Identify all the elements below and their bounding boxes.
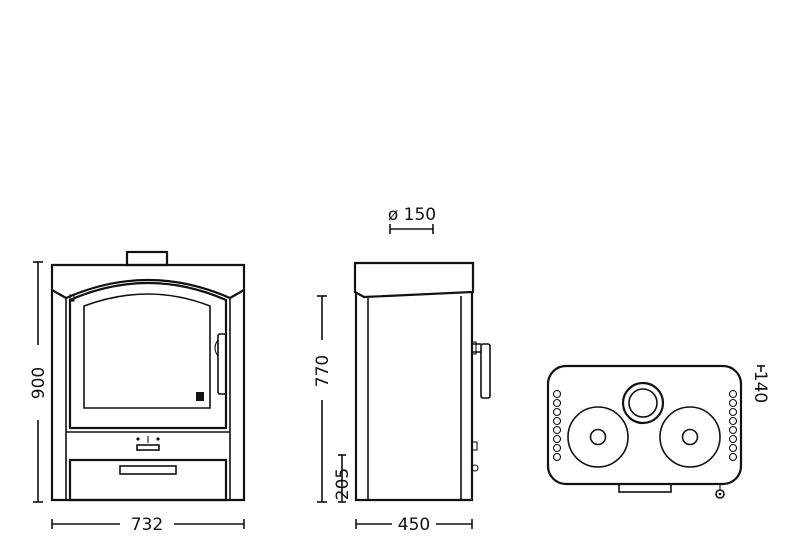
top-flue-outer (621, 381, 665, 425)
front-door-frame (68, 282, 228, 430)
front-drawer-handle (119, 465, 177, 475)
top-flue-inner (628, 388, 658, 418)
side-top-cap (353, 261, 475, 299)
flue-diameter-dimension: ø 150 (388, 205, 436, 234)
front-height-dimension: 900 (29, 261, 49, 503)
front-view (50, 250, 246, 502)
side-tab (471, 341, 477, 355)
top-offset-dimension: 140 (750, 365, 770, 403)
front-height-label: 900 (29, 367, 49, 399)
top-hotplate-right (659, 406, 721, 468)
front-top-cap (50, 263, 246, 300)
front-door-handle (217, 333, 227, 395)
side-depth-label: 450 (398, 515, 430, 535)
top-vents-left (552, 389, 562, 462)
top-hotplate-left (567, 406, 629, 468)
front-plate (196, 392, 204, 401)
top-hotplate-right-center (681, 428, 699, 446)
side-view (353, 261, 491, 502)
side-height-dimension: 770 (313, 295, 333, 503)
side-outlet (471, 441, 478, 451)
side-knob (471, 464, 479, 472)
flue-diameter-label: ø 150 (388, 205, 436, 225)
front-door-glass (83, 293, 211, 409)
side-outlet-label: 205 (333, 468, 353, 500)
front-flue-collar (125, 250, 169, 267)
front-handle-knob (214, 339, 219, 357)
side-height-label: 770 (313, 355, 333, 387)
front-hinge-top (69, 294, 75, 302)
side-depth-dimension: 450 (355, 515, 473, 535)
front-width-label: 732 (131, 515, 163, 535)
top-view (546, 364, 743, 499)
top-offset-label: 140 (750, 371, 770, 403)
side-door-handle (480, 343, 491, 399)
side-body-outline (354, 292, 474, 502)
top-hotplate-left-center (589, 428, 607, 446)
top-vents-right (728, 389, 738, 462)
front-air-control (136, 436, 160, 451)
side-outlet-dimension: 205 (333, 454, 353, 503)
front-width-dimension: 732 (51, 515, 245, 535)
top-bottom-tab (618, 483, 672, 493)
front-body-outline (50, 290, 246, 502)
